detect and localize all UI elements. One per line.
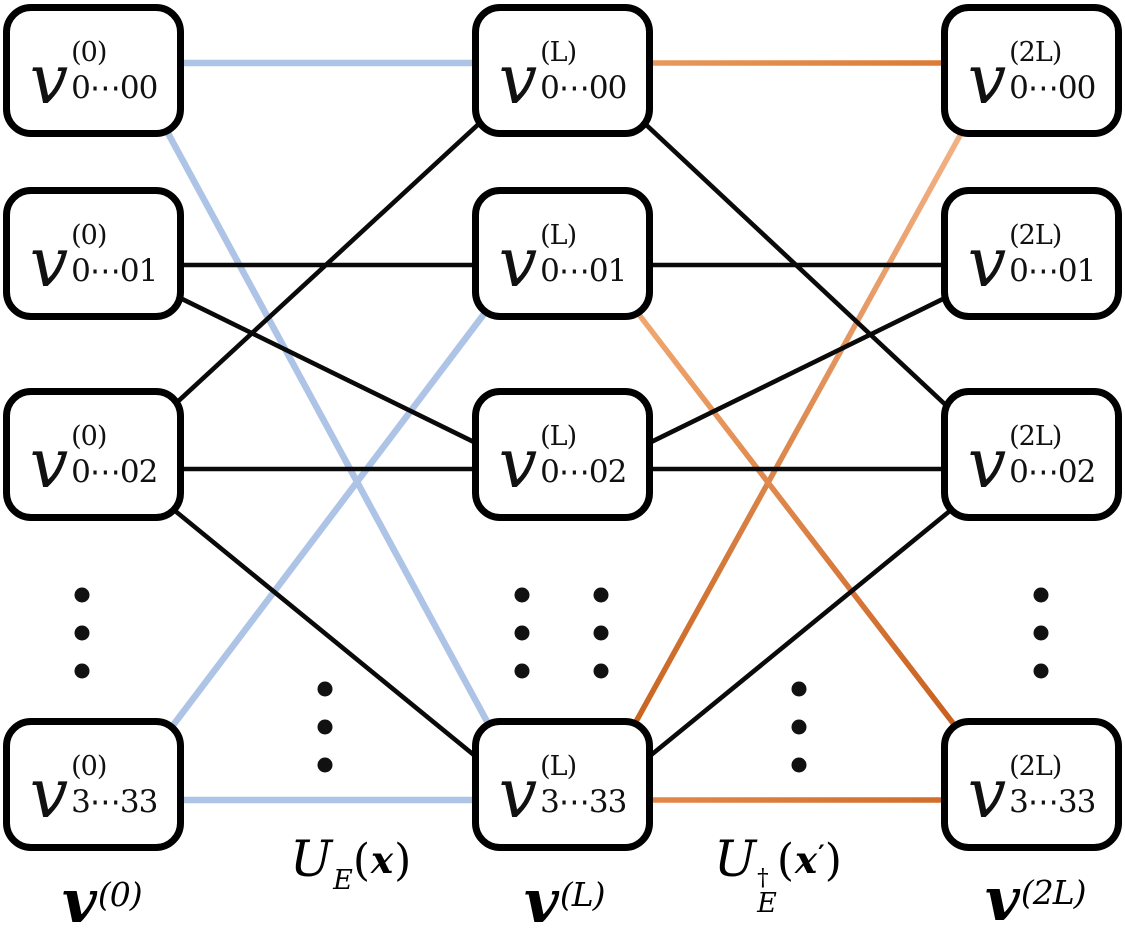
ellipsis-dot-dots-col0 <box>74 625 90 641</box>
ellipsis-dot-dots-col2L <box>1033 625 1049 641</box>
v-bold-symbol: v <box>62 867 97 930</box>
gate-label-UE: UE(x) <box>290 834 412 894</box>
open-paren: ( <box>776 835 795 886</box>
ellipsis-dot-dots-gap-left <box>317 757 333 773</box>
edge-black-L2-M0 <box>171 118 485 408</box>
dagger-superscript: † <box>757 865 769 891</box>
ellipsis-dot-dots-gap-right <box>791 719 807 735</box>
ellipsis-dot-dots-colL-a <box>514 663 530 679</box>
x-bold-symbol: x <box>795 838 818 882</box>
vL-superscript: (L) <box>559 875 606 914</box>
ellipsis-dot-dots-gap-left <box>317 719 333 735</box>
E-subscript: E <box>333 865 353 896</box>
ellipsis-dot-dots-colL-a <box>514 587 530 603</box>
ellipsis-dot-dots-colL-a <box>514 625 530 641</box>
edge-black-M0-R2 <box>639 118 952 411</box>
edge-orange-M1-R3 <box>634 310 959 729</box>
U-symbol: U <box>714 830 757 888</box>
layer-label-v0: v(0) <box>62 872 143 930</box>
dagger-E-stack: †E <box>757 865 777 919</box>
edge-orange-M3-R0 <box>630 128 966 729</box>
ellipsis-dot-dots-gap-right <box>791 757 807 773</box>
ellipsis-dot-dots-col2L <box>1033 587 1049 603</box>
ellipsis-dot-dots-gap-right <box>791 681 807 697</box>
v-bold-symbol: v <box>985 865 1020 930</box>
edge-blue-L3-M1 <box>168 312 487 730</box>
gate-label-UE-dagger: U†E(x′) <box>714 834 842 917</box>
layer-label-vL: v(L) <box>524 872 606 930</box>
E-subscript: E <box>757 887 777 919</box>
edge-black-R2-M3 <box>643 508 953 762</box>
edge-blue-L0-M3 <box>160 122 493 729</box>
ellipsis-dot-dots-colL-b <box>593 587 609 603</box>
ellipsis-dot-dots-colL-b <box>593 625 609 641</box>
close-paren: ) <box>824 835 842 886</box>
close-paren: ) <box>394 835 412 886</box>
v2L-superscript: (2L) <box>1020 873 1087 912</box>
ellipsis-dot-dots-col0 <box>74 663 90 679</box>
U-symbol: U <box>290 830 333 888</box>
edge-black-L1-M2 <box>174 293 482 448</box>
v-bold-symbol: v <box>524 867 559 930</box>
ellipsis-dot-dots-gap-left <box>317 681 333 697</box>
ellipsis-dot-dots-col2L <box>1033 663 1049 679</box>
x-bold-symbol: x <box>371 838 394 882</box>
open-paren: ( <box>352 835 371 886</box>
edge-black-L2-M3 <box>172 508 482 762</box>
v0-superscript: (0) <box>97 875 143 914</box>
ellipsis-dot-dots-colL-b <box>593 663 609 679</box>
ellipsis-dot-dots-col0 <box>74 587 90 603</box>
layer-label-v2L: v(2L) <box>985 870 1087 930</box>
edge-black-R1-M2 <box>643 293 951 448</box>
prime-mark: ′ <box>818 840 825 869</box>
